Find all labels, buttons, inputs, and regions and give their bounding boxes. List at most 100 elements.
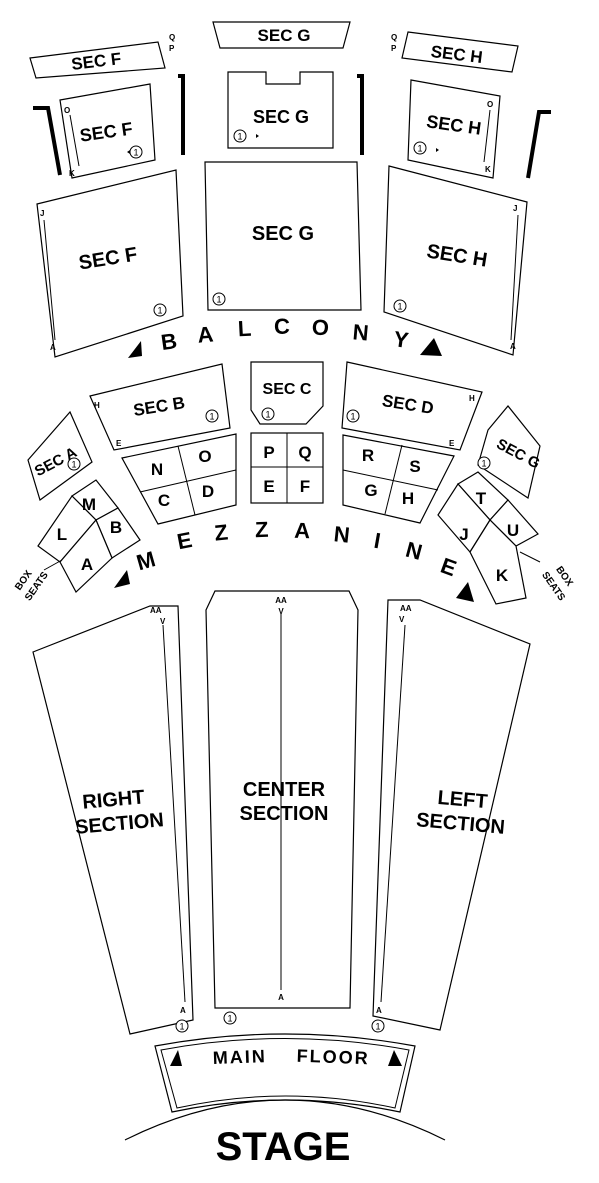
mezz-letter: N — [403, 537, 425, 565]
box-g: G — [364, 481, 377, 500]
balcony-wall-inner-left — [178, 74, 185, 155]
balcony-top-sec-f[interactable] — [29, 41, 166, 79]
balcony-box-sec-h[interactable] — [407, 79, 501, 179]
mezz-sec-a[interactable] — [27, 410, 93, 501]
box-m: M — [82, 495, 96, 514]
balcony-main-sec-f[interactable] — [36, 169, 184, 358]
main-floor: AA V A RIGHT SECTION AA V A CENTER SECTI… — [32, 590, 531, 1113]
balcony-main-sec-g[interactable] — [204, 161, 362, 311]
mezz-letter: Z — [255, 517, 269, 542]
row-v-right: V — [160, 617, 166, 626]
row-aa-right: AA — [150, 606, 162, 615]
balcony-arrow-right-icon — [420, 338, 442, 356]
row-a-left: A — [50, 343, 56, 352]
box-s: S — [409, 457, 420, 476]
main-floor-label-main: MAIN — [212, 1046, 267, 1068]
exit-1-icon — [175, 1019, 189, 1033]
exit-1-icon — [413, 141, 427, 155]
balcony-box-h-rowline — [483, 109, 491, 163]
row-j-right: J — [513, 204, 517, 213]
balcony-letter: Y — [392, 326, 410, 353]
balcony-letter: C — [274, 314, 290, 339]
exit-1-icon — [67, 457, 81, 471]
balcony-top-sec-g-label: SEC G — [258, 26, 311, 45]
balcony-main-f-rowline — [43, 219, 56, 341]
balcony-box-tier: SEC F O K SEC G SEC H O K — [33, 71, 551, 179]
row-aa-left: AA — [400, 604, 412, 613]
balcony-top-sec-g[interactable] — [212, 21, 351, 49]
box-seats-pointer — [43, 559, 63, 571]
mezz-box-a[interactable] — [59, 518, 113, 593]
balcony-box-sec-g[interactable] — [227, 71, 334, 149]
row-k-right: K — [485, 165, 491, 174]
box-d: D — [202, 482, 214, 501]
mezz-arrow-left-icon — [114, 570, 130, 588]
main-right-rowline — [162, 624, 186, 1003]
main-center-label: SECTION — [240, 803, 329, 825]
divider — [139, 469, 237, 493]
box-q: Q — [298, 443, 311, 462]
main-floor-arrow-right-icon — [388, 1050, 402, 1066]
mezz-box-nocd[interactable] — [121, 433, 237, 525]
box-t: T — [476, 489, 487, 508]
box-b: B — [110, 518, 122, 537]
mezz-letter: M — [134, 546, 159, 575]
box-h: H — [402, 489, 414, 508]
balcony-letter: B — [159, 328, 178, 355]
mezz-letter: A — [294, 518, 311, 544]
balcony-wall-inner-right — [357, 74, 364, 155]
row-p-right: P — [391, 44, 397, 53]
balcony-box-sec-g-label: SEC G — [253, 107, 309, 127]
balcony-letter: L — [237, 316, 252, 342]
row-q-right: Q — [391, 33, 397, 42]
exit-1-icon — [393, 299, 407, 313]
main-floor-banner-inner — [160, 1038, 410, 1109]
exit-arrow-icon — [436, 148, 439, 152]
row-aa-center: AA — [275, 596, 287, 605]
row-q-left: Q — [169, 33, 175, 42]
main-floor-banner — [154, 1033, 416, 1113]
main-center-section[interactable] — [205, 590, 359, 1009]
main-floor-arrow-left-icon — [170, 1050, 182, 1066]
balcony-main-sec-h[interactable] — [383, 165, 528, 356]
mezz-letter: Z — [213, 519, 229, 545]
box-f: F — [300, 477, 310, 496]
mezz-letter: N — [333, 521, 351, 548]
divider — [177, 445, 196, 516]
mezz-arrow-right-icon — [456, 582, 474, 602]
balcony-letter: N — [352, 319, 370, 345]
exit-1-icon — [212, 292, 226, 306]
exit-arrow-icon — [127, 150, 130, 154]
box-e: E — [263, 477, 274, 496]
box-c: C — [158, 491, 170, 510]
box-r: R — [362, 446, 374, 465]
balcony-wall-right — [526, 110, 551, 179]
row-j-left: J — [40, 209, 44, 218]
main-left-section[interactable] — [372, 599, 531, 1031]
main-left-label: LEFT — [437, 787, 489, 813]
mezz-sec-d[interactable] — [341, 361, 483, 451]
main-right-section[interactable] — [32, 605, 194, 1035]
row-o-left: O — [64, 106, 70, 115]
balcony-letter: A — [196, 321, 214, 347]
exit-1-icon — [205, 409, 219, 423]
row-e-b: E — [116, 439, 122, 448]
box-a: A — [81, 555, 93, 574]
main-floor-label-floor: FLOOR — [296, 1046, 370, 1069]
mezz-box-rsgh[interactable] — [342, 434, 455, 524]
exit-1-icon — [371, 1019, 385, 1033]
row-a-right: A — [510, 342, 516, 351]
box-seats-pointer — [519, 551, 541, 563]
exit-1-icon — [153, 303, 167, 317]
exit-1-icon — [477, 456, 491, 470]
row-p-left: P — [169, 44, 175, 53]
balcony-top-tier: SEC F Q P SEC G SEC H Q P — [29, 21, 519, 79]
main-center-label: CENTER — [243, 779, 326, 801]
balcony-box-f-rowline — [69, 114, 80, 167]
mezz-sec-b[interactable] — [89, 363, 231, 451]
row-h-b: H — [94, 401, 100, 410]
row-v-left: V — [399, 615, 405, 624]
balcony-top-sec-h[interactable] — [401, 31, 519, 73]
mezz-box-k[interactable] — [469, 519, 527, 605]
